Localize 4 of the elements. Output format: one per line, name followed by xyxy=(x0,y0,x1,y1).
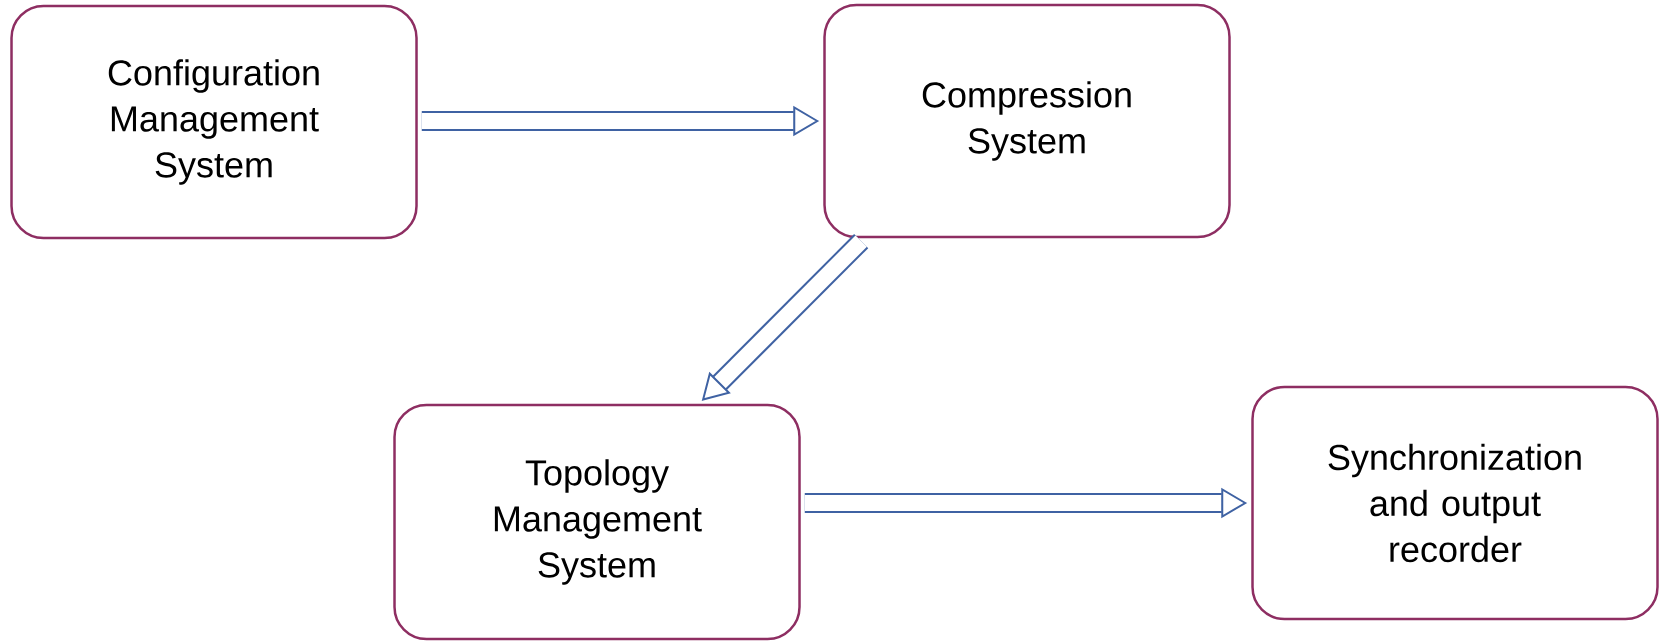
process-box: Configuration Management System xyxy=(10,4,418,240)
process-box: Compression System xyxy=(823,3,1231,239)
process-box: Topology Management System xyxy=(393,403,801,641)
process-box: Synchronization and output recorder xyxy=(1251,385,1659,621)
